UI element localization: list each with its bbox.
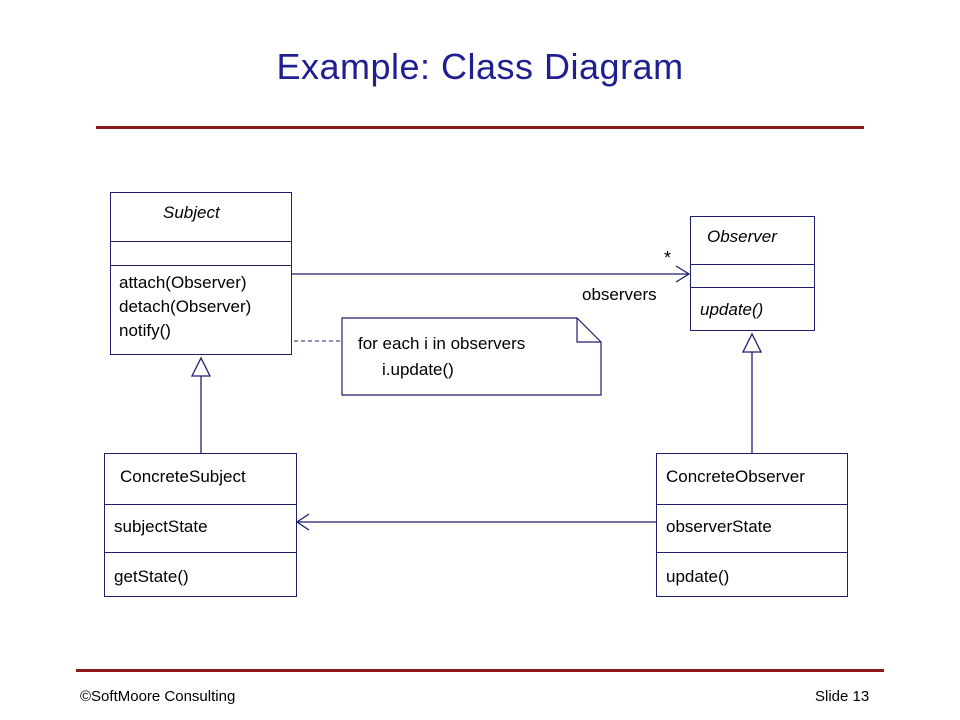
- observer-class: Observer update(): [690, 216, 815, 331]
- concrete-observer-attribute: observerState: [666, 517, 772, 536]
- concrete-subject-attribute-compartment: subjectState: [105, 504, 296, 552]
- observer-name-compartment: Observer: [691, 217, 814, 264]
- observer-attribute-compartment: [691, 264, 814, 287]
- subject-class-name: Subject: [163, 203, 220, 222]
- note-text-line2: i.update(): [382, 360, 454, 379]
- title-underline: [96, 126, 864, 129]
- subject-generalization-triangle: [190, 356, 212, 377]
- concrete-subject-class: ConcreteSubject subjectState getState(): [104, 453, 297, 597]
- subject-attribute-compartment: [111, 241, 291, 265]
- association-arrowhead: [675, 265, 691, 283]
- concrete-subject-attribute: subjectState: [114, 517, 208, 536]
- observer-class-name: Observer: [707, 227, 777, 246]
- concrete-observer-method-compartment: update(): [657, 552, 847, 597]
- subject-reference-arrowhead: [295, 513, 310, 531]
- concrete-observer-attribute-compartment: observerState: [657, 504, 847, 552]
- observer-generalization-triangle: [741, 332, 763, 353]
- subject-class: Subject attach(Observer) detach(Observer…: [110, 192, 292, 355]
- note-text-line1: for each i in observers: [358, 334, 526, 353]
- concrete-subject-method-compartment: getState(): [105, 552, 296, 597]
- concrete-subject-method-getstate: getState(): [114, 567, 189, 586]
- observer-method-compartment: update(): [691, 287, 814, 331]
- subject-method-detach: detach(Observer): [119, 297, 252, 316]
- footer-slide-number: Slide 13: [815, 688, 870, 705]
- subject-method-notify: notify(): [119, 321, 171, 340]
- subject-name-compartment: Subject: [111, 193, 291, 241]
- concrete-observer-method-update: update(): [666, 567, 730, 586]
- note-fold: [576, 318, 601, 343]
- observer-method-update: update(): [700, 300, 764, 319]
- footer-copyright: ©SoftMoore Consulting: [80, 688, 236, 705]
- concrete-observer-class-name: ConcreteObserver: [666, 467, 805, 486]
- concrete-subject-name-compartment: ConcreteSubject: [105, 454, 296, 504]
- association-role-label: observers: [582, 285, 657, 304]
- concrete-subject-class-name: ConcreteSubject: [120, 467, 246, 486]
- note-shape: [341, 317, 602, 396]
- slide-title: Example: Class Diagram: [276, 46, 684, 87]
- concrete-observer-class: ConcreteObserver observerState update(): [656, 453, 848, 597]
- concrete-observer-name-compartment: ConcreteObserver: [657, 454, 847, 504]
- association-multiplicity: *: [664, 248, 672, 268]
- subject-method-compartment: attach(Observer) detach(Observer) notify…: [111, 265, 291, 355]
- footer-rule: [76, 669, 884, 672]
- subject-method-attach: attach(Observer): [119, 273, 247, 292]
